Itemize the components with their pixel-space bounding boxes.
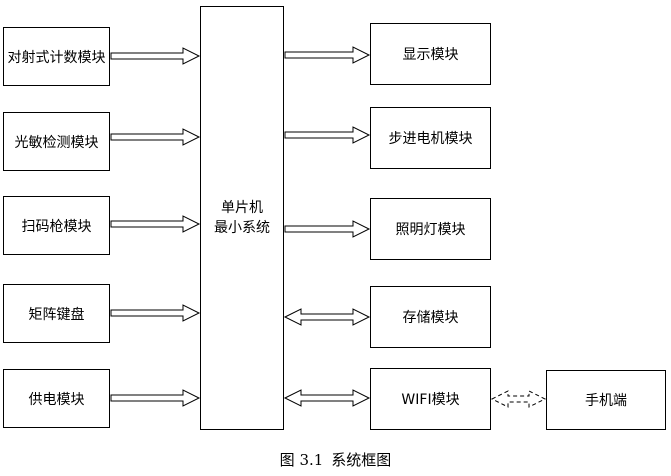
left-module-label: 光敏检测模块 (14, 134, 99, 151)
input-arrow-gongdian (110, 389, 201, 407)
figure-caption: 图 3.1 系统框图 (0, 449, 671, 470)
right-module-label: 存储模块 (402, 310, 459, 326)
caption-number: 图 3.1 (279, 451, 324, 469)
input-arrow-duishe (110, 47, 201, 65)
input-arrow-juzhen (110, 304, 201, 322)
left-module-saoma: 扫码枪模块 (3, 196, 110, 255)
output-arrow-xianshi (284, 46, 371, 64)
left-module-duishe: 对射式计数模块 (3, 27, 110, 86)
right-module-cunchu: 存储模块 (370, 286, 491, 348)
mcu-label-line2: 最小系统 (214, 220, 270, 236)
right-module-label: 照明灯模块 (395, 222, 466, 238)
right-module-zhaoming: 照明灯模块 (370, 198, 491, 260)
right-module-label: 显示模块 (402, 47, 459, 63)
right-module-wifi: WIFI模块 (370, 368, 491, 430)
mcu-label-line1: 单片机 (221, 200, 263, 216)
left-module-gongdian: 供电模块 (3, 369, 110, 428)
caption-title: 系统框图 (331, 451, 392, 469)
wireless-link-arrow (490, 390, 547, 408)
right-module-xianshi: 显示模块 (370, 23, 491, 85)
left-module-label: 供电模块 (28, 391, 85, 408)
phone-terminal: 手机端 (546, 370, 666, 430)
bidirectional-arrow-cunchu (283, 308, 371, 326)
left-module-label: 扫码枪模块 (21, 218, 92, 235)
mcu-minimum-system: 单片机 最小系统 (200, 6, 284, 430)
output-arrow-bujin (284, 126, 371, 144)
phone-label: 手机端 (585, 393, 627, 409)
left-module-label: 矩阵键盘 (28, 306, 85, 323)
input-arrow-guangmin (110, 128, 201, 146)
right-module-label: 步进电机模块 (388, 131, 473, 147)
left-module-guangmin: 光敏检测模块 (3, 112, 110, 171)
left-module-label: 对射式计数模块 (7, 49, 106, 66)
right-module-bujin: 步进电机模块 (370, 107, 491, 169)
bidirectional-arrow-wifi (283, 389, 371, 407)
right-module-label: WIFI模块 (401, 392, 460, 408)
left-module-juzhen: 矩阵键盘 (3, 284, 110, 343)
output-arrow-zhaoming (284, 220, 371, 238)
input-arrow-saoma (110, 215, 201, 233)
